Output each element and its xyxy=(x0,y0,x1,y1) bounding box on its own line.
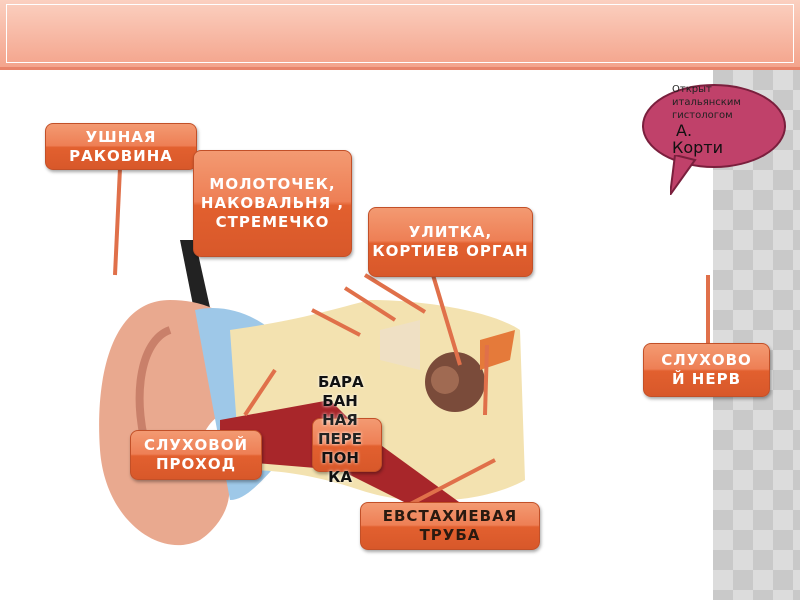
bubble-line: Открыт xyxy=(672,84,712,95)
bubble-line: итальянским xyxy=(672,97,741,108)
label-auditory-nerve: СЛУХОВО Й НЕРВ xyxy=(643,343,770,397)
label-ear-canal: СЛУХОВОЙ ПРОХОД xyxy=(130,430,262,480)
label-tympanum-box xyxy=(312,418,382,472)
label-cochlea: УЛИТКА, КОРТИЕВ ОРГАН xyxy=(368,207,533,277)
bubble-name: Корти xyxy=(672,138,724,157)
tympanum-part: БАН xyxy=(322,392,358,410)
tympanum-part: КА xyxy=(328,468,352,486)
tympanum-part: ПЕРЕ xyxy=(318,430,363,448)
bubble-tail xyxy=(670,155,697,195)
title-banner xyxy=(0,0,800,70)
bubble-name: А. xyxy=(676,121,693,140)
bubble-text: Открыт итальянским гистологом А. Корти xyxy=(672,83,741,156)
tympanum-part: БАРА xyxy=(318,373,364,391)
tympanum-part: НАЯ xyxy=(322,411,358,429)
bubble-line: гистологом xyxy=(672,110,733,121)
speech-bubble xyxy=(642,84,786,168)
tympanum-part: ПОН xyxy=(321,449,359,467)
label-eustachian-tube: ЕВСТАХИЕВАЯ ТРУБА xyxy=(360,502,540,550)
label-auricle: УШНАЯ РАКОВИНА xyxy=(45,123,197,170)
label-ossicles: МОЛОТОЧЕК, НАКОВАЛЬНЯ , СТРЕМЕЧКО xyxy=(193,150,352,257)
label-tympanum: БАРА БАН НАЯ ПЕРЕ ПОН КА xyxy=(318,373,364,487)
